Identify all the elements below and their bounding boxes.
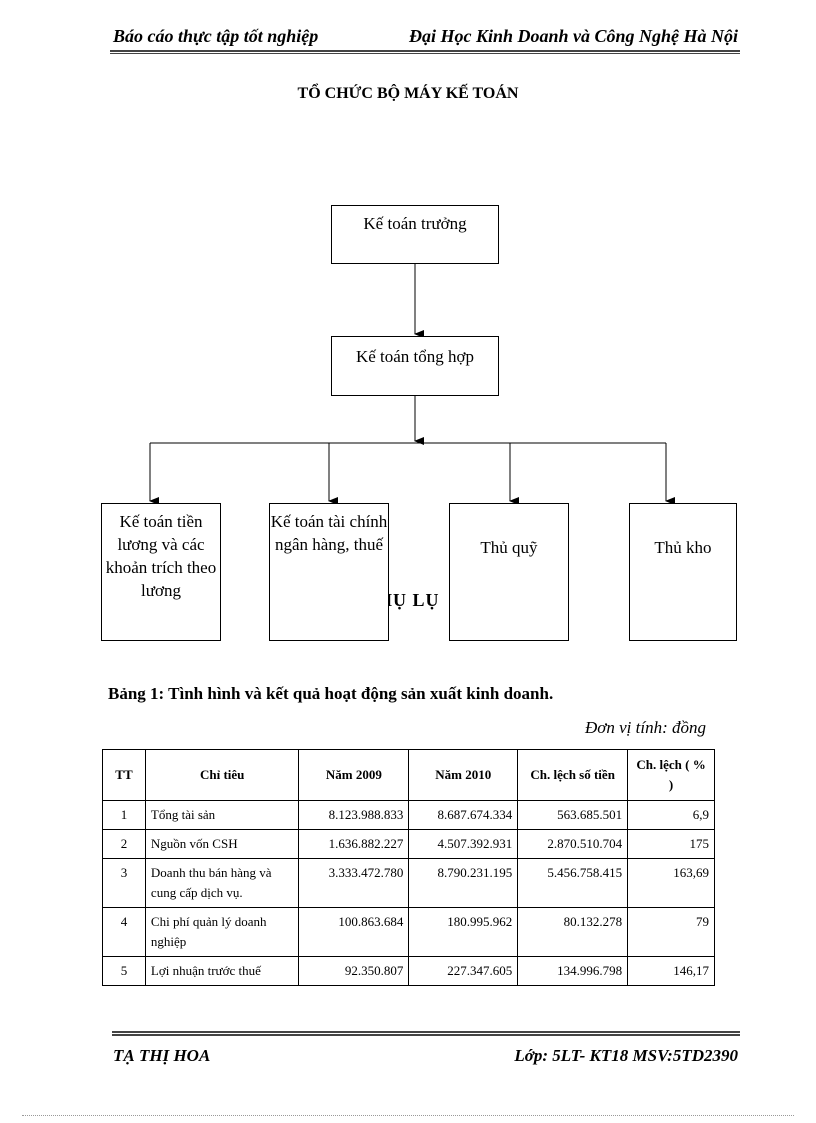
col-header-diff-percent: Ch. lệch ( % ) [627,749,715,801]
cell-indicator: Lợi nhuận trước thuế [144,956,300,986]
cell-2010: 8.790.231.195 [408,858,519,908]
org-box-treasurer: Thủ quỹ [449,503,569,641]
org-box-general-accountant: Kế toán tổng hợp [331,336,499,396]
table-row: 5 Lợi nhuận trước thuế 92.350.807 227.34… [102,956,715,986]
org-box-storekeeper: Thủ kho [629,503,737,641]
cell-tt: 2 [102,829,146,859]
table-row: 4 Chi phí quản lý doanh nghiệp 100.863.6… [102,907,715,957]
col-header-tt: TT [102,749,146,801]
page-bottom-dotted-line [22,1115,794,1116]
col-header-diff-amount: Ch. lệch số tiền [517,749,629,801]
cell-2010: 227.347.605 [408,956,519,986]
cell-diff-percent: 163,69 [627,858,715,908]
cell-indicator: Chi phí quản lý doanh nghiệp [144,907,300,957]
cell-2009: 100.863.684 [298,907,410,957]
cell-indicator: Doanh thu bán hàng và cung cấp dịch vụ. [144,858,300,908]
cell-diff-amount: 2.870.510.704 [517,829,629,859]
org-box-salary-accountant: Kế toán tiền lương và các khoản trích th… [101,503,221,641]
cell-diff-percent: 6,9 [627,800,715,830]
cell-tt: 4 [102,907,146,957]
header-right-text: Đại Học Kinh Doanh và Công Nghệ Hà Nội [408,26,738,46]
cell-indicator: Tổng tài sản [144,800,300,830]
business-results-table: TT Chỉ tiêu Năm 2009 Năm 2010 Ch. lệch s… [102,749,715,986]
cell-tt: 3 [102,858,146,908]
cell-2010: 8.687.674.334 [408,800,519,830]
cell-diff-percent: 175 [627,829,715,859]
header-divider [110,50,740,54]
cell-diff-percent: 79 [627,907,715,957]
cell-2009: 3.333.472.780 [298,858,410,908]
stray-text: HỤ LỤ [378,590,440,610]
table-row: 2 Nguồn vốn CSH 1.636.882.227 4.507.392.… [102,829,715,859]
org-box-finance-accountant: Kế toán tài chính ngân hàng, thuế [269,503,389,641]
table-row: 1 Tổng tài sản 8.123.988.833 8.687.674.3… [102,800,715,830]
cell-2009: 92.350.807 [298,956,410,986]
cell-diff-amount: 80.132.278 [517,907,629,957]
cell-tt: 5 [102,956,146,986]
footer-divider [112,1031,740,1036]
header-left-text: Báo cáo thực tập tốt nghiệp [113,26,319,46]
table-header-row: TT Chỉ tiêu Năm 2009 Năm 2010 Ch. lệch s… [102,749,715,801]
cell-indicator: Nguồn vốn CSH [144,829,300,859]
col-header-indicator: Chỉ tiêu [144,749,300,801]
table-caption: Bảng 1: Tình hình và kết quả hoạt động s… [108,684,554,703]
col-header-2010: Năm 2010 [408,749,519,801]
footer-class-info: Lớp: 5LT- KT18 MSV:5TD2390 [514,1046,738,1065]
cell-tt: 1 [102,800,146,830]
table-row: 3 Doanh thu bán hàng và cung cấp dịch vụ… [102,858,715,908]
cell-2010: 4.507.392.931 [408,829,519,859]
cell-2009: 8.123.988.833 [298,800,410,830]
org-box-chief-accountant: Kế toán trưởng [331,205,499,264]
cell-diff-amount: 5.456.758.415 [517,858,629,908]
col-header-2009: Năm 2009 [298,749,410,801]
table-unit: Đơn vị tính: đồng [585,718,706,737]
cell-diff-percent: 146,17 [627,956,715,986]
page-title: TỔ CHỨC BỘ MÁY KẾ TOÁN [297,85,519,102]
cell-diff-amount: 563.685.501 [517,800,629,830]
footer-author: TẠ THỊ HOA [113,1046,211,1065]
cell-2010: 180.995.962 [408,907,519,957]
cell-diff-amount: 134.996.798 [517,956,629,986]
cell-2009: 1.636.882.227 [298,829,410,859]
